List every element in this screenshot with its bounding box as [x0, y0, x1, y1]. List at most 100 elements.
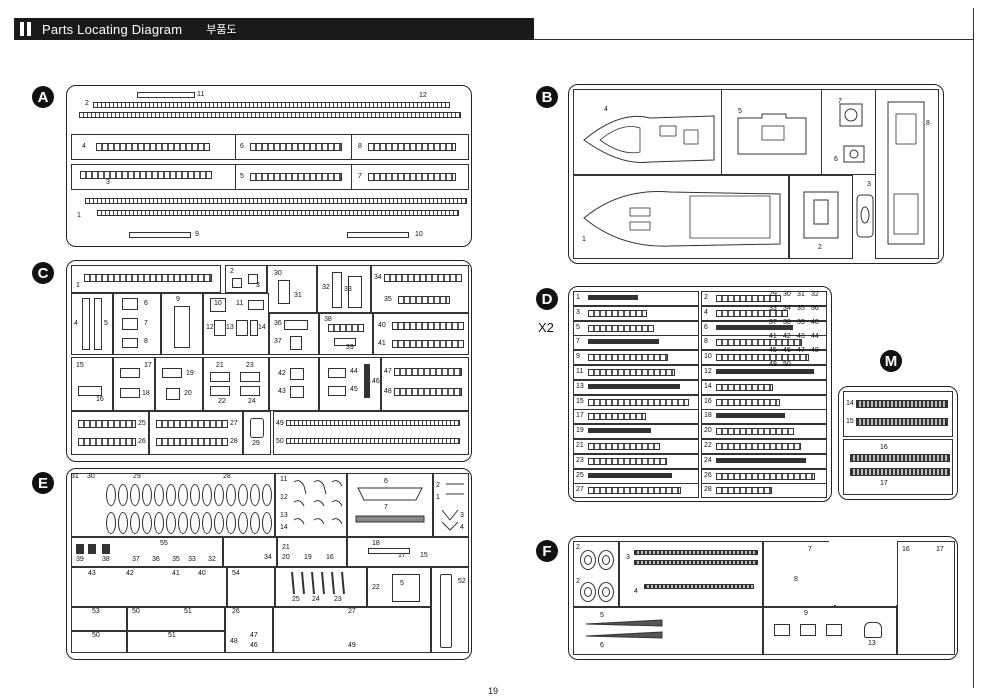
sprue-c-number: 10: [214, 300, 222, 307]
sprue-e-number: 3: [460, 512, 464, 519]
sprue-b-number: 5: [738, 108, 742, 115]
sprue-e-small-part: [102, 544, 110, 554]
sprue-f-part-4: [644, 584, 754, 589]
sprue-b-deck-part: [737, 113, 807, 155]
sprue-c-cell: 17 18: [113, 357, 155, 411]
sprue-d-cell: 9: [573, 350, 699, 366]
sprue-d-number: 28: [704, 486, 712, 494]
sprue-c-cell: 27 28: [149, 411, 243, 455]
sprue-m-number: 17: [880, 480, 888, 487]
sprue-d-part: [588, 383, 680, 389]
sprue-e-cell: 11 12 13 14: [275, 473, 347, 537]
sprue-a-part-3: [80, 171, 212, 179]
sprue-d-cell: 24: [701, 453, 827, 469]
sprue-d-cell: 17: [573, 409, 699, 425]
sprue-c-part-6: [122, 298, 138, 310]
sprue-a-part-10: [347, 232, 409, 238]
sprue-d-part: [588, 369, 675, 376]
sprue-c-part-33: [348, 276, 362, 308]
sprue-b-cell: 4: [573, 89, 723, 175]
sprue-d-cell: 21: [573, 439, 699, 454]
sprue-e-lifeboat: [154, 512, 164, 534]
sprue-e-cell: [71, 473, 275, 537]
sprue-c-number: 16: [96, 396, 104, 403]
sprue-f-part-9: [774, 624, 790, 636]
sprue-d-cell: 6: [701, 320, 827, 336]
sprue-f-number: 9: [804, 610, 808, 617]
sprue-d-part: [588, 472, 672, 478]
sprue-m-number: 15: [846, 418, 854, 425]
sprue-c-cell: 1: [71, 265, 221, 293]
sprue-c-part-25: [78, 420, 136, 428]
sprue-f-cell: 2 2: [573, 541, 619, 607]
sprue-c-number: 30: [274, 270, 282, 277]
sprue-b-number: 6: [834, 156, 838, 163]
sprue-c-number: 1: [76, 282, 80, 289]
sprue-c-part-44: [328, 368, 346, 378]
sprue-f-part-2: [580, 582, 596, 602]
sprue-c-part-21: [210, 372, 230, 382]
sprue-e-lifeboat: [214, 512, 224, 534]
sprue-c-number: 29: [252, 440, 260, 447]
sprue-b-badge: B: [536, 86, 558, 108]
page-border-right: [973, 8, 974, 688]
sprue-e-part-7: [355, 515, 425, 523]
sprue-e-number: 33: [188, 556, 196, 563]
sprue-c-part-26: [78, 438, 136, 446]
sprue-a-frame: 11 2 12 4 6 8 3 5 7 1 9 10: [66, 85, 472, 247]
sprue-e-number: 35: [172, 556, 180, 563]
sprue-e-lifeboat: [238, 512, 248, 534]
sprue-f-part-13: [864, 622, 882, 638]
sprue-e-number: 51: [168, 632, 176, 639]
sprue-c-number: 43: [278, 388, 286, 395]
sprue-a-cell: 4: [71, 134, 237, 160]
sprue-c-part-37: [290, 336, 302, 350]
sprue-e-lifeboat: [106, 484, 116, 506]
sprue-f-number: 8: [794, 576, 798, 583]
sprue-c-cell: 49 50: [273, 411, 469, 455]
sprue-d-cell: 14: [701, 379, 827, 395]
sprue-d-cell: 15: [573, 394, 699, 410]
sprue-e-lifeboat: [166, 484, 176, 506]
sprue-a-number: 1: [77, 212, 81, 219]
sprue-e-number: 43: [88, 570, 96, 577]
sprue-f-number: 16: [902, 546, 910, 553]
sprue-c-part-8: [122, 338, 138, 348]
sprue-b-part-7: [839, 103, 863, 127]
sprue-e-number: 2: [436, 482, 440, 489]
sprue-e-lifeboat: [142, 484, 152, 506]
sprue-c-number: 8: [144, 338, 148, 345]
sprue-b-number: 2: [818, 244, 822, 251]
sprue-d-number: 9: [576, 353, 580, 361]
sprue-d-cell: 10: [701, 350, 827, 366]
sprue-b-frame: 4 5 7 6 8 1: [568, 84, 944, 264]
sprue-d-cell: 20: [701, 424, 827, 440]
sprue-d-cell: 2: [701, 291, 827, 306]
sprue-a-hull-half: [93, 102, 450, 108]
sprue-c-number: 44: [350, 368, 358, 375]
sprue-c-number: 18: [142, 390, 150, 397]
sprue-e-cell: 50: [71, 631, 127, 653]
sprue-c-badge: C: [32, 262, 54, 284]
sprue-m-part-17: [850, 468, 950, 476]
sprue-e-lifeboat: [130, 512, 140, 534]
sprue-e-number: 53: [92, 608, 100, 615]
sprue-c-part-20: [166, 388, 180, 400]
sprue-e-part-3-4: [441, 509, 459, 531]
sprue-c-number: 21: [216, 362, 224, 369]
sprue-c-number: 27: [230, 420, 238, 427]
sprue-e-lifeboat: [226, 484, 236, 506]
sprue-e-lifeboat: [214, 484, 224, 506]
sprue-c-cell: 47 48: [381, 357, 469, 411]
sprue-e-lifeboat: [226, 512, 236, 534]
sprue-d-number: 47: [797, 347, 805, 354]
sprue-c-cell: 2 3: [225, 265, 267, 293]
sprue-c-number: 4: [74, 320, 78, 327]
sprue-d-part: [588, 413, 646, 421]
sprue-e-lifeboat: [190, 484, 200, 506]
sprue-d-number: 23: [576, 456, 584, 464]
sprue-d-part: [716, 369, 814, 374]
sprue-d-cell: 5: [573, 320, 699, 336]
sprue-c-number: 36: [274, 320, 282, 327]
